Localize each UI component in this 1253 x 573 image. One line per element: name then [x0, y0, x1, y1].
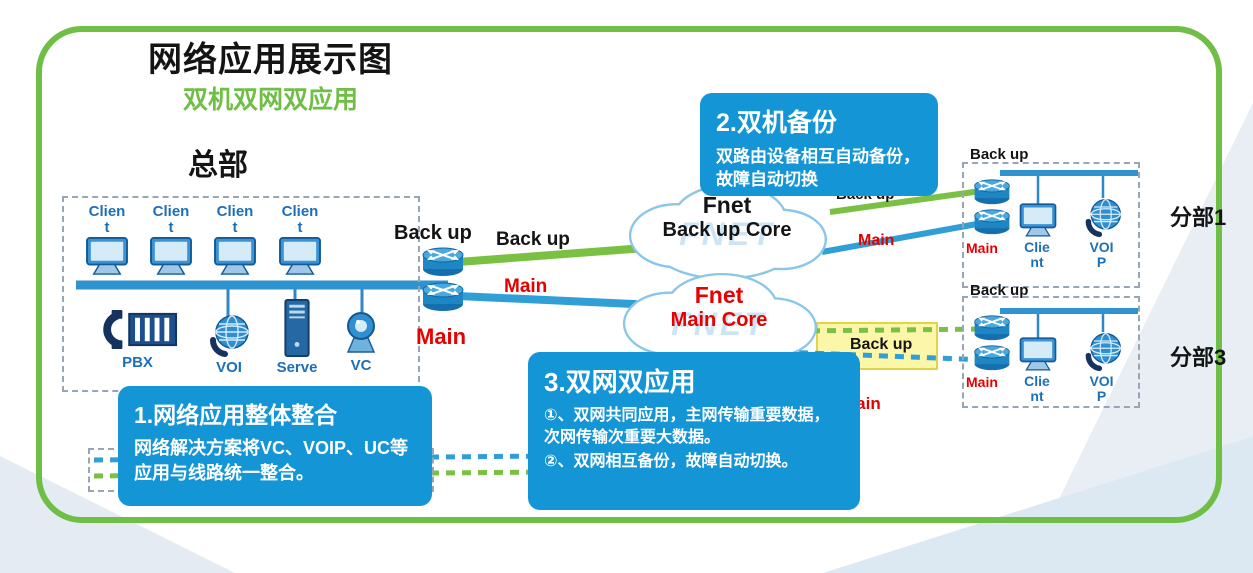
backup-core-cloud: FNET Fnet Back up Core — [618, 176, 836, 284]
branch1-backup-line — [829, 187, 989, 215]
callout-1: 1.网络应用整体整合 网络解决方案将VC、VOIP、UC等应用与线路统一整合。 — [118, 386, 432, 506]
main-core-cloud: FNET Fnet Main Core — [610, 266, 828, 370]
trunk-main-label: Main — [504, 276, 548, 297]
client-monitor-icon — [84, 236, 130, 276]
client-monitor-icon — [212, 236, 258, 276]
backup-cloud-type: Back up Core — [662, 219, 792, 241]
callout-3-body-2: ②、双网相互备份，故障自动切换。 — [544, 453, 798, 471]
branch1-client-label: Client — [1024, 239, 1050, 270]
page-title: 网络应用展示图 — [148, 41, 393, 79]
trunk-backup-label: Back up — [496, 229, 570, 250]
hq-backup-label: Back up — [394, 222, 472, 244]
client-label: Client — [152, 203, 190, 236]
client-workstation: Client — [203, 204, 267, 276]
branch1-main-line — [821, 219, 989, 255]
branch3-link-backup-label: Back up — [850, 336, 913, 353]
branch1-voip-label: VOIP — [1089, 239, 1114, 270]
callout-3-title: 3.双网双应用 — [544, 367, 696, 397]
client-monitor-icon — [148, 236, 194, 276]
hq-main-router-icon — [420, 281, 466, 313]
callout-2-title: 2.双机备份 — [716, 109, 837, 137]
client-workstation: Client — [268, 204, 332, 276]
pbx-icon — [97, 308, 179, 351]
cloud-watermark: FNET — [671, 306, 767, 342]
main-cloud-type: Main Core — [670, 309, 768, 331]
client-workstation: Client — [139, 204, 203, 276]
branch1-main-label: Main — [966, 240, 998, 256]
branch1-boundary — [962, 162, 1140, 288]
diagram-frame-border — [36, 26, 1222, 523]
hq-title: 总部 — [188, 149, 248, 182]
server-device: Serve — [277, 298, 317, 376]
branch3-boundary — [962, 296, 1140, 408]
client-monitor-icon — [277, 236, 323, 276]
vc-label: VC — [350, 357, 372, 374]
branch3-main-label: Main — [966, 374, 998, 390]
voip-device: VOI — [206, 312, 252, 376]
callout-1-title: 1.网络应用整体整合 — [134, 402, 338, 428]
branch3-client-label: Client — [1024, 373, 1050, 404]
branch1-link-main-label: Main — [858, 232, 895, 249]
vc-device: VC — [338, 310, 384, 374]
page-subtitle: 双机双网双应用 — [183, 86, 359, 114]
pbx-device: PBX — [95, 308, 180, 371]
branch1-backup-label: Back up — [970, 146, 1029, 163]
branch3-title: 分部3 — [1170, 345, 1227, 370]
vc-camera-icon — [338, 310, 384, 354]
cloud-watermark: FNET — [679, 216, 775, 252]
branch1-title: 分部1 — [1170, 205, 1227, 230]
server-label: Serve — [276, 359, 318, 376]
pbx-label: PBX — [122, 354, 153, 371]
client-label: Client — [216, 203, 254, 236]
callout-3: 3.双网双应用 ①、双网共同应用，主网传输重要数据，次网传输次重要大数据。 ②、… — [528, 352, 860, 510]
backup-cloud-name: Fnet — [702, 192, 752, 218]
callout-3-body-1: ①、双网共同应用，主网传输重要数据，次网传输次重要大数据。 — [544, 407, 830, 447]
voip-label: VOI — [216, 359, 242, 376]
client-label: Client — [281, 203, 319, 236]
client-label: Client — [88, 203, 126, 236]
hq-main-label: Main — [416, 324, 467, 349]
branch3-backup-line — [794, 326, 989, 334]
client-workstation: Client — [75, 204, 139, 276]
callout-1-body: 网络解决方案将VC、VOIP、UC等应用与线路统一整合。 — [134, 438, 409, 483]
callout-2: 2.双机备份 双路由设备相互自动备份，故障自动切换 — [700, 93, 938, 196]
main-cloud-name: Fnet — [694, 282, 744, 308]
branch3-backup-label: Back up — [970, 282, 1029, 299]
server-icon — [283, 298, 311, 358]
hq-backup-router-icon — [420, 246, 466, 278]
branch3-voip-label: VOIP — [1089, 373, 1114, 404]
branch1-section: Back up Main Client VOIP 分部1 — [962, 146, 1252, 296]
voip-globe-icon — [206, 312, 252, 358]
callout-2-body: 双路由设备相互自动备份，故障自动切换 — [716, 147, 920, 190]
branch3-section: Back up Main Client VOIP 分部3 — [962, 282, 1252, 414]
